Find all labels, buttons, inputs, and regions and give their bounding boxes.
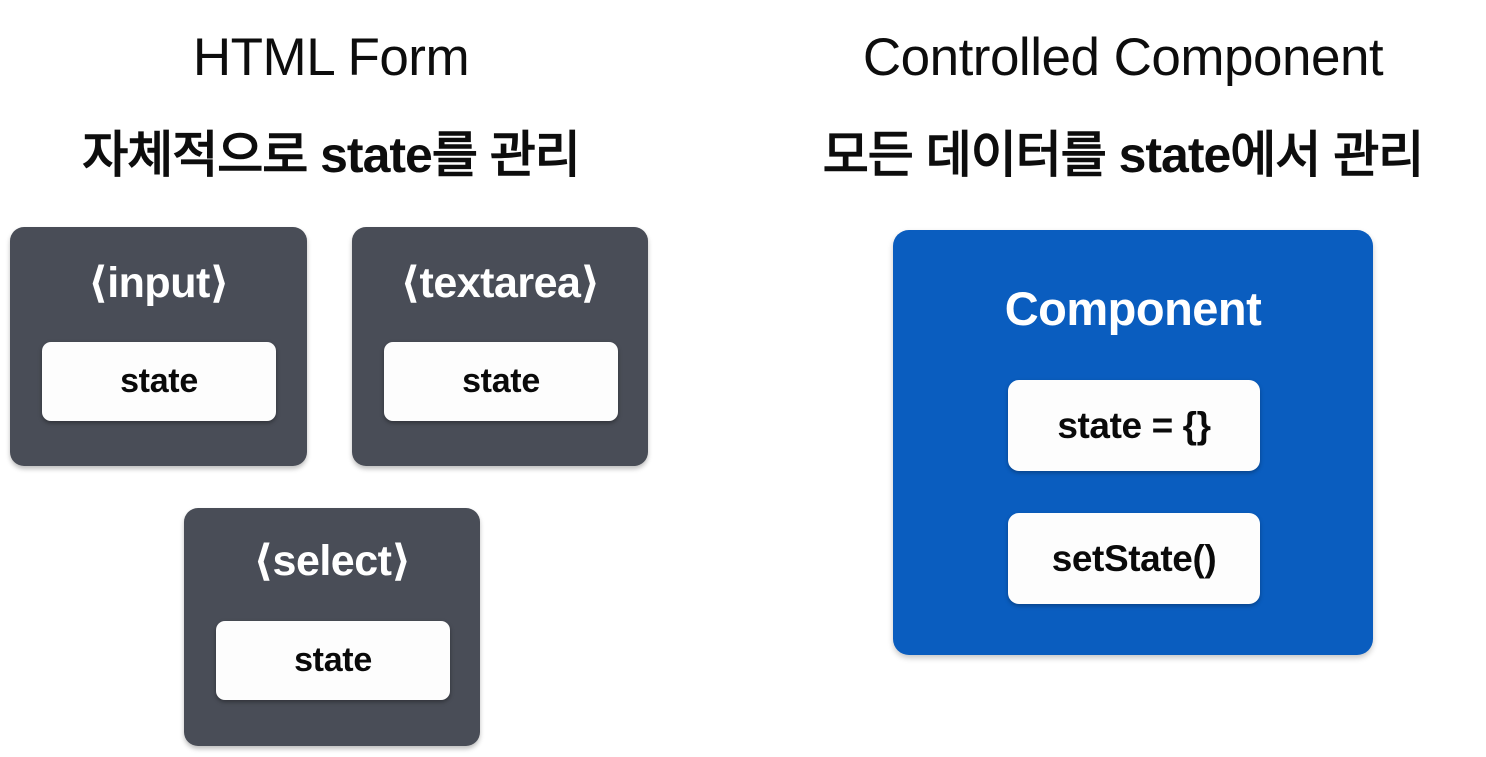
form-card-select-state-chip: state (216, 621, 450, 700)
component-state-chip: state = {} (1008, 380, 1260, 471)
component-setstate-chip: setState() (1008, 513, 1260, 604)
component-card: Component state = {} setState() (893, 230, 1373, 655)
left-column-subtitle: 자체적으로 state를 관리 (82, 127, 581, 183)
form-card-select: ⟨select⟩ state (184, 508, 480, 746)
form-card-textarea: ⟨textarea⟩ state (352, 227, 648, 466)
form-card-textarea-label: ⟨textarea⟩ (400, 259, 600, 307)
form-card-select-label: ⟨select⟩ (253, 537, 411, 585)
right-column-subtitle: 모든 데이터를 state에서 관리 (822, 127, 1424, 183)
form-card-input-state-chip: state (42, 342, 276, 421)
form-card-textarea-state-chip: state (384, 342, 618, 421)
left-column-title: HTML Form (192, 28, 470, 87)
form-card-input: ⟨input⟩ state (10, 227, 307, 466)
form-card-input-label: ⟨input⟩ (88, 259, 229, 307)
component-card-title: Component (1004, 282, 1262, 335)
right-column-title: Controlled Component (862, 28, 1384, 87)
